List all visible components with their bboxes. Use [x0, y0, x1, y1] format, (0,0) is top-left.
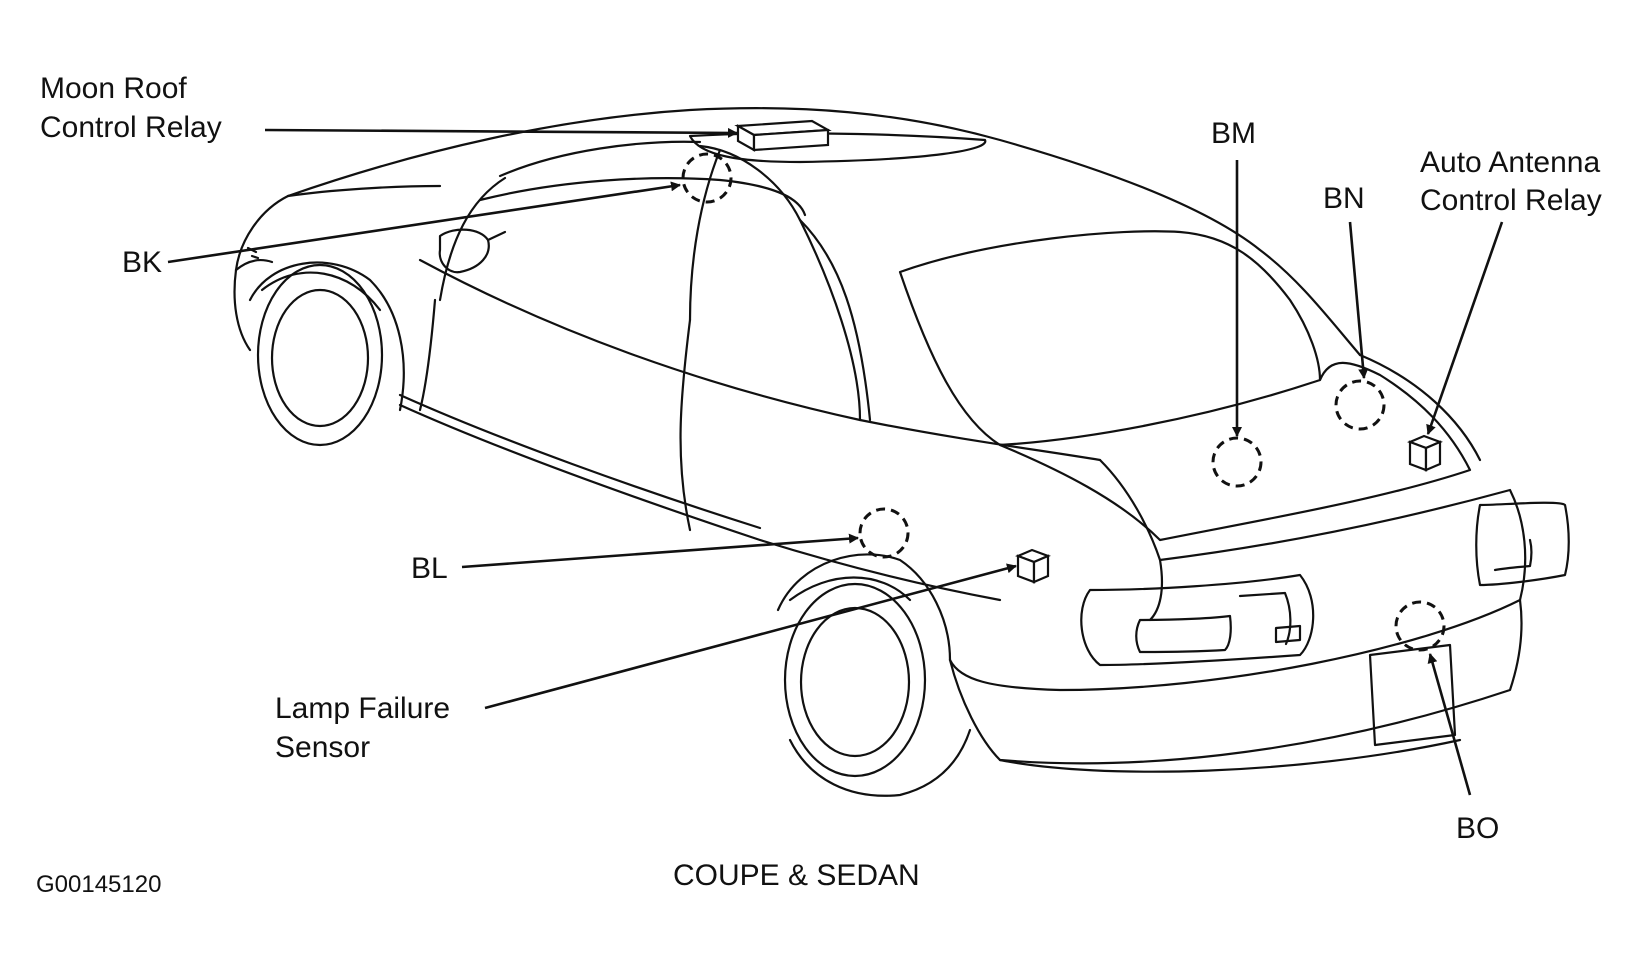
moon-roof-relay-box — [734, 119, 832, 152]
label-moon-roof-line1: Moon Roof — [40, 72, 187, 105]
label-bo: BO — [1456, 812, 1499, 845]
label-lamp-failure-line1: Lamp Failure — [275, 692, 450, 725]
location-circle-bk — [681, 152, 733, 204]
rear-bumper — [948, 488, 1527, 692]
trunk-lid — [998, 361, 1472, 542]
location-circle-bn — [1334, 379, 1386, 431]
leader-moon-roof — [264, 127, 738, 138]
front-wheel — [256, 263, 384, 447]
tail-lamp-left — [1080, 573, 1315, 667]
label-bn: BN — [1323, 182, 1365, 215]
label-bm: BM — [1211, 117, 1256, 150]
label-auto-antenna-line1: Auto Antenna — [1420, 146, 1600, 179]
label-lamp-failure-line2: Sensor — [275, 731, 370, 764]
leader-bl — [461, 533, 859, 569]
side-mirror — [438, 228, 490, 274]
leader-bk — [167, 181, 681, 264]
rear-window — [898, 230, 1322, 447]
label-bl: BL — [411, 552, 448, 585]
tail-lamp-right — [1475, 501, 1570, 587]
leader-bo — [1427, 653, 1472, 796]
location-circle-bo — [1394, 600, 1446, 652]
diagram-caption: COUPE & SEDAN — [673, 859, 920, 892]
rear-wheel — [783, 582, 927, 778]
leader-auto-antenna — [1426, 221, 1504, 435]
label-auto-antenna-line2: Control Relay — [1420, 184, 1602, 217]
car-outline-drawing — [233, 107, 1570, 797]
figure-id: G00145120 — [36, 871, 161, 898]
location-circle-bm — [1211, 436, 1263, 488]
location-circle-bl — [858, 507, 910, 559]
leader-bn — [1348, 221, 1369, 379]
label-moon-roof-line2: Control Relay — [40, 111, 222, 144]
lamp-failure-sensor-box — [1015, 548, 1051, 584]
roof-outline — [286, 107, 1362, 357]
sunroof-outline — [688, 132, 987, 164]
label-bk: BK — [122, 246, 162, 279]
leader-lamp-failure — [484, 563, 1017, 710]
auto-antenna-relay-box — [1407, 434, 1443, 472]
